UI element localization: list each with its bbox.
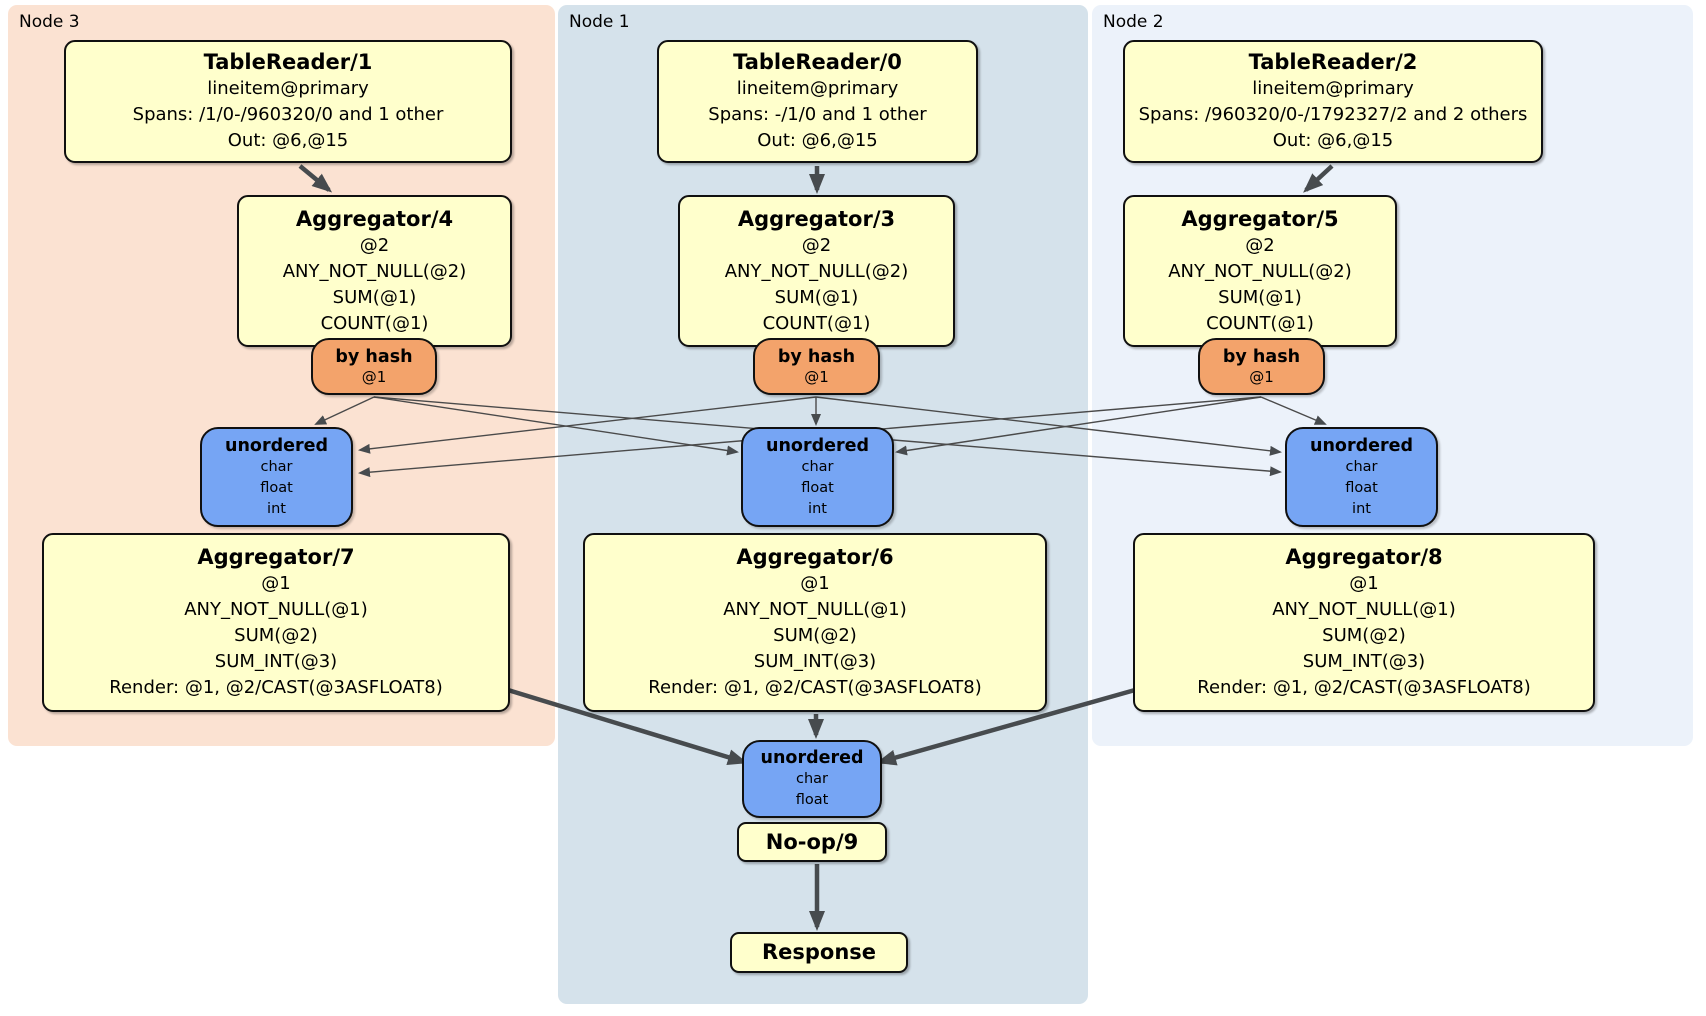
aggregator-4-box: Aggregator/4 @2 ANY_NOT_NULL(@2) SUM(@1)… bbox=[237, 195, 512, 347]
box-line: COUNT(@1) bbox=[762, 312, 871, 334]
router-title: by hash bbox=[1222, 347, 1301, 367]
box-title: Response bbox=[761, 940, 877, 964]
box-title: Aggregator/5 bbox=[1181, 206, 1339, 231]
edge-byhash2-sync1 bbox=[895, 396, 1262, 456]
box-line: SUM_INT(@3) bbox=[214, 651, 338, 672]
box-title: Aggregator/3 bbox=[737, 206, 896, 231]
box-line: Spans: /960320/0-/1792327/2 and 2 others bbox=[1138, 104, 1528, 125]
box-line: Out: @6,@15 bbox=[227, 130, 349, 151]
noop-box: No-op/9 bbox=[737, 822, 887, 862]
box-line: Render: @1, @2/CAST(@3ASFLOAT8) bbox=[109, 677, 443, 698]
unordered-sync-node2: unordered char float int bbox=[1285, 427, 1438, 527]
edge-tr2-agg5 bbox=[1303, 164, 1334, 193]
box-line: Out: @6,@15 bbox=[1272, 130, 1394, 151]
tablereader-1-box: TableReader/1 lineitem@primary Spans: /1… bbox=[64, 40, 512, 163]
box-title: TableReader/1 bbox=[203, 50, 373, 74]
box-line: Out: @6,@15 bbox=[757, 130, 878, 151]
edge-byhash1-sync3 bbox=[358, 396, 817, 454]
router-title: by hash bbox=[335, 347, 413, 367]
box-line: SUM(@1) bbox=[332, 286, 417, 308]
sync-column: char bbox=[801, 458, 834, 475]
box-line: @1 bbox=[261, 573, 291, 594]
box-line: @2 bbox=[1245, 234, 1275, 256]
box-title: Aggregator/8 bbox=[1285, 545, 1443, 569]
box-line: SUM(@1) bbox=[1218, 286, 1302, 308]
sync-column: int bbox=[808, 500, 827, 517]
edge-byhash3-sync3 bbox=[314, 396, 375, 425]
box-line: SUM_INT(@3) bbox=[1302, 651, 1426, 672]
byhash-router-node1: by hash @1 bbox=[753, 338, 880, 395]
edge-byhash3-sync1 bbox=[373, 396, 739, 456]
box-title: Aggregator/6 bbox=[736, 545, 894, 569]
box-line: COUNT(@1) bbox=[320, 312, 429, 334]
box-line: ANY_NOT_NULL(@2) bbox=[724, 260, 909, 282]
box-line: @1 bbox=[800, 573, 830, 594]
sync-column: char bbox=[795, 771, 828, 787]
edge-agg7-sync-final bbox=[507, 687, 748, 765]
sync-column: int bbox=[267, 500, 286, 517]
edge-tr1-agg4 bbox=[298, 164, 333, 193]
box-title: No-op/9 bbox=[765, 829, 859, 854]
sync-title: unordered bbox=[225, 435, 328, 456]
sync-title: unordered bbox=[760, 748, 864, 768]
box-line: @2 bbox=[359, 234, 390, 256]
box-title: Aggregator/7 bbox=[197, 545, 355, 569]
box-line: Spans: /1/0-/960320/0 and 1 other bbox=[132, 104, 444, 125]
edge-byhash1-sync2 bbox=[815, 396, 1282, 456]
node2-label: Node 2 bbox=[1103, 12, 1164, 32]
box-line: lineitem@primary bbox=[207, 78, 369, 99]
box-line: Render: @1, @2/CAST(@3ASFLOAT8) bbox=[648, 677, 982, 698]
sync-column: char bbox=[260, 458, 293, 475]
sync-column: float bbox=[801, 479, 834, 496]
box-line: SUM(@2) bbox=[234, 625, 318, 646]
box-line: Spans: -/1/0 and 1 other bbox=[708, 104, 927, 125]
box-line: SUM(@2) bbox=[773, 625, 857, 646]
node1-label: Node 1 bbox=[569, 12, 630, 32]
box-line: ANY_NOT_NULL(@1) bbox=[1272, 599, 1456, 620]
sync-title: unordered bbox=[766, 435, 869, 456]
aggregator-3-box: Aggregator/3 @2 ANY_NOT_NULL(@2) SUM(@1)… bbox=[678, 195, 955, 347]
box-line: Render: @1, @2/CAST(@3ASFLOAT8) bbox=[1197, 677, 1531, 698]
box-line: SUM(@1) bbox=[774, 286, 859, 308]
unordered-sync-final: unordered char float bbox=[742, 740, 882, 818]
box-title: TableReader/0 bbox=[733, 50, 902, 74]
aggregator-7-box: Aggregator/7 @1 ANY_NOT_NULL(@1) SUM(@2)… bbox=[42, 533, 510, 712]
aggregator-5-box: Aggregator/5 @2 ANY_NOT_NULL(@2) SUM(@1)… bbox=[1123, 195, 1397, 347]
byhash-router-node3: by hash @1 bbox=[311, 338, 437, 395]
sync-title: unordered bbox=[1310, 435, 1413, 456]
unordered-sync-node3: unordered char float int bbox=[200, 427, 353, 527]
box-line: SUM_INT(@3) bbox=[753, 651, 877, 672]
box-line: ANY_NOT_NULL(@2) bbox=[1168, 260, 1352, 282]
box-title: TableReader/2 bbox=[1248, 50, 1418, 74]
aggregator-6-box: Aggregator/6 @1 ANY_NOT_NULL(@1) SUM(@2)… bbox=[583, 533, 1047, 712]
box-line: ANY_NOT_NULL(@1) bbox=[723, 599, 907, 620]
box-line: @1 bbox=[1349, 573, 1379, 594]
router-columns: @1 bbox=[361, 368, 387, 386]
edge-byhash2-sync2 bbox=[1260, 396, 1327, 425]
byhash-router-node2: by hash @1 bbox=[1198, 338, 1325, 395]
sync-column: int bbox=[1352, 500, 1371, 517]
response-box: Response bbox=[730, 932, 908, 973]
router-columns: @1 bbox=[804, 368, 829, 386]
sync-column: float bbox=[260, 479, 293, 496]
router-title: by hash bbox=[777, 347, 856, 367]
box-line: COUNT(@1) bbox=[1206, 312, 1314, 334]
router-columns: @1 bbox=[1249, 368, 1274, 386]
edge-agg8-sync-final bbox=[876, 687, 1136, 766]
box-line: ANY_NOT_NULL(@1) bbox=[184, 599, 368, 620]
sync-column: float bbox=[795, 792, 829, 808]
unordered-sync-node1: unordered char float int bbox=[741, 427, 894, 527]
box-line: lineitem@primary bbox=[736, 78, 899, 99]
box-line: ANY_NOT_NULL(@2) bbox=[282, 260, 467, 282]
box-line: @2 bbox=[801, 234, 832, 256]
sync-column: float bbox=[1345, 479, 1378, 496]
sync-column: char bbox=[1345, 458, 1378, 475]
box-line: lineitem@primary bbox=[1252, 78, 1414, 99]
tablereader-2-box: TableReader/2 lineitem@primary Spans: /9… bbox=[1123, 40, 1543, 163]
node3-label: Node 3 bbox=[19, 12, 80, 32]
aggregator-8-box: Aggregator/8 @1 ANY_NOT_NULL(@1) SUM(@2)… bbox=[1133, 533, 1595, 712]
box-line: SUM(@2) bbox=[1322, 625, 1406, 646]
tablereader-0-box: TableReader/0 lineitem@primary Spans: -/… bbox=[657, 40, 978, 163]
box-title: Aggregator/4 bbox=[295, 206, 454, 231]
